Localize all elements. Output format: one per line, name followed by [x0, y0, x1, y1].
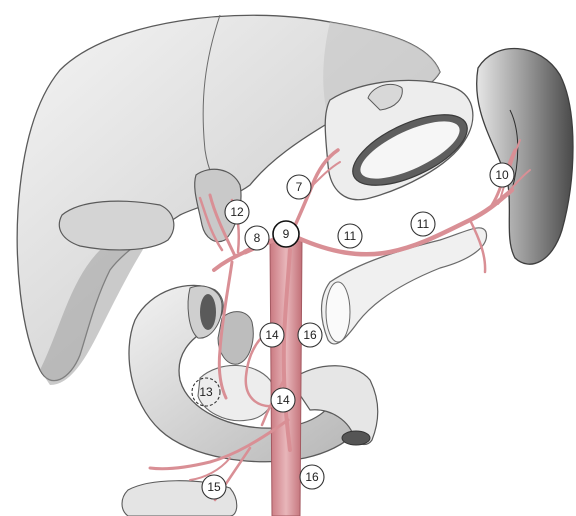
callout-14-upper: 14 [260, 323, 284, 347]
callout-16-upper: 16 [298, 323, 322, 347]
callout-11-right-label: 11 [417, 217, 430, 231]
callout-10: 10 [490, 163, 514, 187]
callout-16-lower: 16 [300, 465, 324, 489]
callout-8-label: 8 [254, 231, 261, 245]
callout-14-lower: 14 [271, 388, 295, 412]
callout-16-upper-label: 16 [303, 328, 317, 342]
callout-14-upper-label: 14 [265, 328, 279, 342]
callout-11-left: 11 [338, 224, 362, 248]
stomach [325, 80, 477, 199]
callout-12: 12 [225, 200, 249, 224]
caudate-lobe [59, 201, 174, 250]
callout-7-label: 7 [296, 180, 303, 194]
callout-13-label: 13 [199, 385, 213, 399]
callout-16-lower-label: 16 [305, 470, 319, 484]
callout-14-lower-label: 14 [276, 393, 290, 407]
callout-11-right: 11 [411, 212, 435, 236]
callout-10-label: 10 [495, 168, 509, 182]
callout-7: 7 [287, 175, 311, 199]
callout-12-label: 12 [230, 205, 244, 219]
callout-8: 8 [245, 226, 269, 250]
callout-15: 15 [202, 475, 226, 499]
callout-9-label: 9 [283, 227, 290, 241]
callout-9: 9 [273, 221, 299, 247]
callout-15-label: 15 [207, 480, 221, 494]
spleen [477, 49, 573, 265]
callout-11-left-label: 11 [344, 229, 357, 243]
